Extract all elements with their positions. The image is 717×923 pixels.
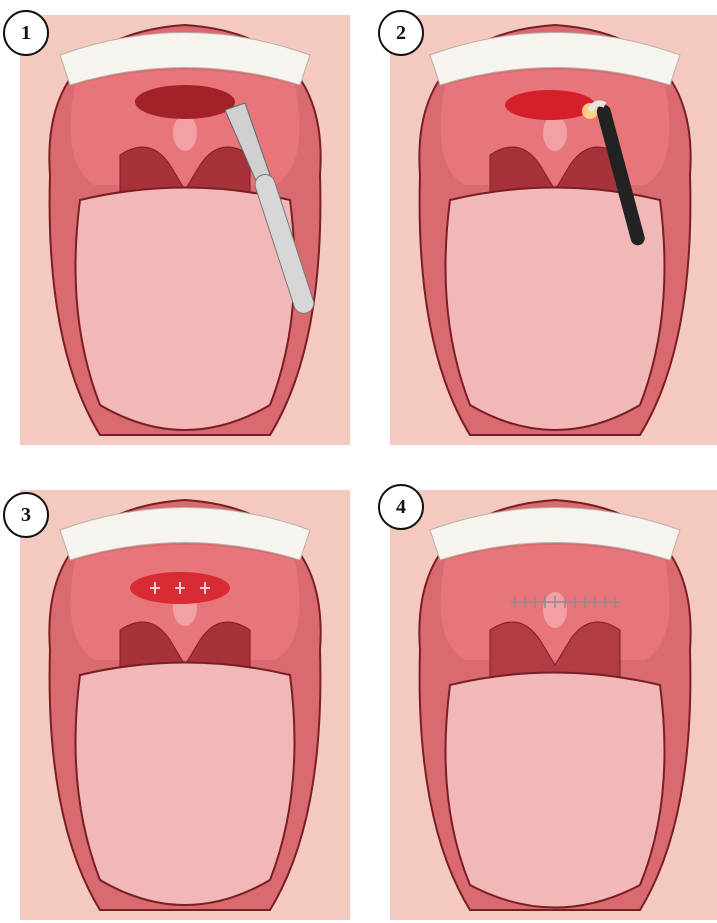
step-2-illustration xyxy=(390,15,717,445)
step-3-number: 3 xyxy=(21,504,31,527)
step-3-illustration xyxy=(20,490,350,920)
step-2-number: 2 xyxy=(396,22,406,45)
step-1-badge: 1 xyxy=(3,10,49,56)
uvula xyxy=(173,115,197,151)
incision-area xyxy=(135,85,235,119)
step-4-illustration xyxy=(390,490,717,920)
step-1-panel xyxy=(20,15,350,445)
step-1-number: 1 xyxy=(21,22,31,45)
step-2-badge: 2 xyxy=(378,10,424,56)
tongue xyxy=(76,188,295,431)
step-4-panel xyxy=(390,490,717,920)
step-3-panel xyxy=(20,490,350,920)
step-4-badge: 4 xyxy=(378,484,424,530)
step-4-number: 4 xyxy=(396,496,406,519)
step-2-panel xyxy=(390,15,717,445)
step-3-badge: 3 xyxy=(3,492,49,538)
step-1-illustration xyxy=(20,15,350,445)
cauterized-area xyxy=(505,90,595,120)
